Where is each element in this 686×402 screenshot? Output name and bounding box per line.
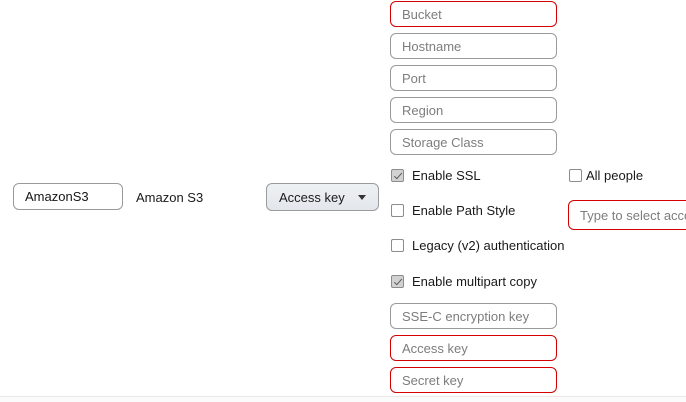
checkbox-unchecked-icon[interactable] xyxy=(569,169,582,182)
bottom-strip xyxy=(0,397,686,402)
storage-class-placeholder: Storage Class xyxy=(402,134,484,150)
checkbox-checked-icon[interactable] xyxy=(391,275,404,288)
enable-path-style-label: Enable Path Style xyxy=(412,203,516,218)
bottom-divider xyxy=(0,396,686,397)
connection-name-value: AmazonS3 xyxy=(25,189,89,204)
enable-ssl-label: Enable SSL xyxy=(412,168,481,183)
sse-c-encryption-key-placeholder: SSE-C encryption key xyxy=(402,308,530,324)
checkbox-checked-icon[interactable] xyxy=(391,169,404,182)
all-people-checkbox-row[interactable]: All people xyxy=(569,168,643,183)
sse-c-encryption-key-input[interactable]: SSE-C encryption key xyxy=(390,303,557,329)
all-people-label: All people xyxy=(586,168,644,183)
secret-key-placeholder: Secret key xyxy=(402,372,464,388)
region-input[interactable]: Region xyxy=(390,97,557,123)
chevron-down-icon xyxy=(358,194,366,200)
enable-multipart-copy-label: Enable multipart copy xyxy=(412,274,538,289)
enable-ssl-checkbox-row[interactable]: Enable SSL xyxy=(391,168,481,183)
legacy-v2-authentication-label: Legacy (v2) authentication xyxy=(412,238,565,253)
port-input[interactable]: Port xyxy=(390,65,557,91)
auth-method-select[interactable]: Access key xyxy=(266,183,379,211)
port-placeholder: Port xyxy=(402,70,426,86)
legacy-v2-authentication-checkbox-row[interactable]: Legacy (v2) authentication xyxy=(391,238,564,253)
access-key-placeholder: Access key xyxy=(402,340,468,356)
access-key-input[interactable]: Access key xyxy=(390,335,557,361)
hostname-input[interactable]: Hostname xyxy=(390,33,557,59)
enable-path-style-checkbox-row[interactable]: Enable Path Style xyxy=(391,203,515,218)
account-select-placeholder: Type to select account xyxy=(580,207,686,223)
checkbox-unchecked-icon[interactable] xyxy=(391,239,404,252)
checkbox-unchecked-icon[interactable] xyxy=(391,204,404,217)
bucket-placeholder: Bucket xyxy=(402,6,442,22)
auth-method-selected-value: Access key xyxy=(279,189,345,205)
connection-name-input[interactable]: AmazonS3 xyxy=(13,183,123,210)
storage-class-input[interactable]: Storage Class xyxy=(390,129,557,155)
secret-key-input[interactable]: Secret key xyxy=(390,367,557,393)
account-select-input[interactable]: Type to select account xyxy=(568,200,686,230)
enable-multipart-copy-checkbox-row[interactable]: Enable multipart copy xyxy=(391,274,537,289)
region-placeholder: Region xyxy=(402,102,444,118)
hostname-placeholder: Hostname xyxy=(402,38,462,54)
bucket-input[interactable]: Bucket xyxy=(390,1,557,27)
protocol-label: Amazon S3 xyxy=(136,190,204,205)
